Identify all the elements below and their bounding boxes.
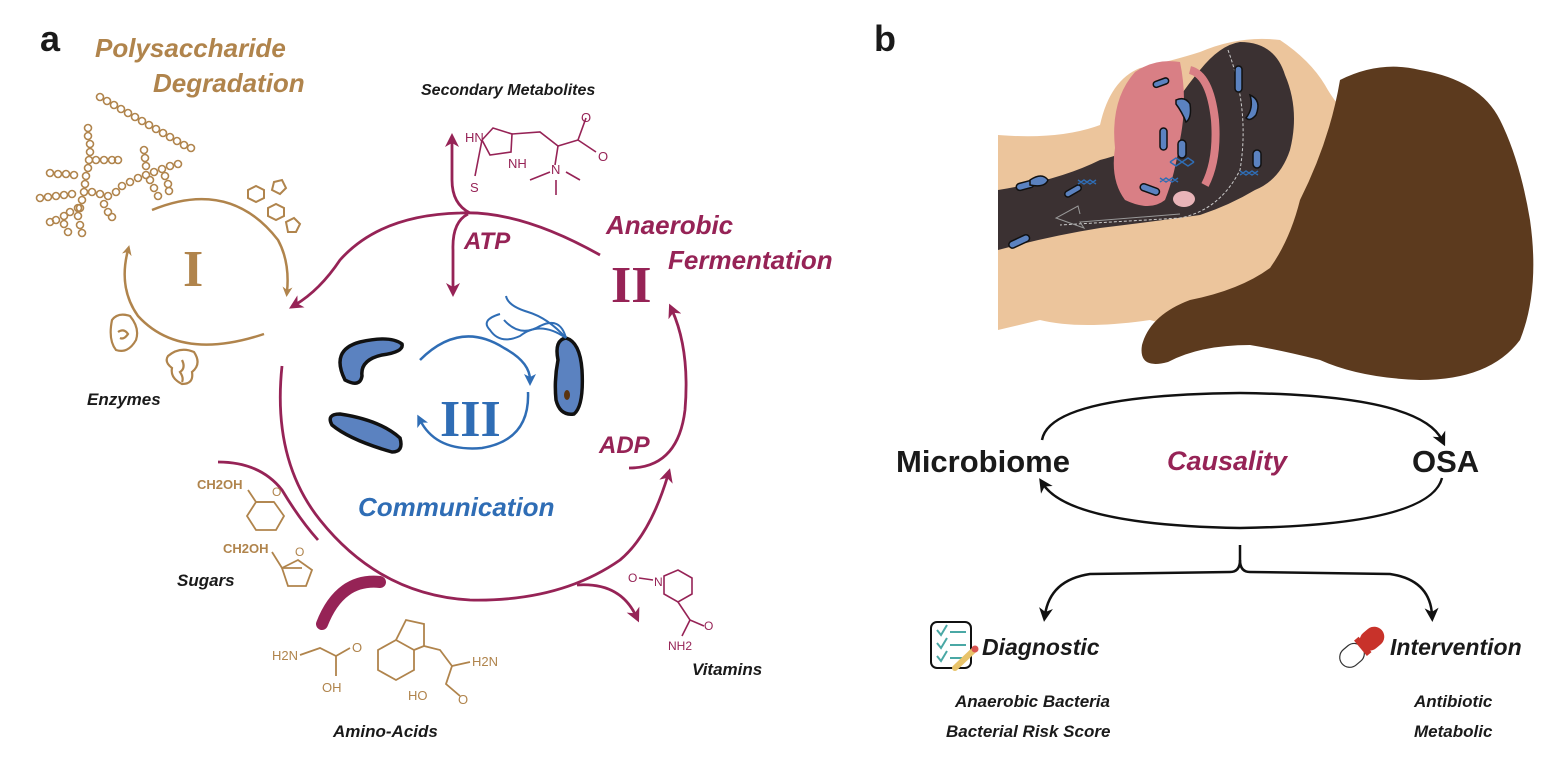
main-loop bbox=[278, 365, 673, 602]
bacteria-group bbox=[328, 336, 585, 454]
vitamins-label: Vitamins bbox=[692, 660, 763, 679]
atp-label: ATP bbox=[464, 228, 511, 255]
hair-shape bbox=[1141, 66, 1534, 381]
atom-nh2-amide: NH2 bbox=[668, 639, 692, 653]
diagnostic-title: Diagnostic bbox=[982, 634, 1100, 660]
adp-arc bbox=[628, 303, 688, 470]
fermentation-paths bbox=[217, 133, 688, 623]
flagella bbox=[485, 295, 567, 341]
amino-acid-feed bbox=[316, 575, 386, 630]
checklist-icon bbox=[930, 621, 979, 671]
implications-brace bbox=[1039, 545, 1242, 622]
panel-b-label: b bbox=[874, 18, 896, 59]
atom-s: S bbox=[470, 180, 479, 195]
cycle-II-numeral: II bbox=[611, 257, 652, 314]
atom-n-pyridine: N bbox=[654, 575, 663, 589]
flagellated-bacterium bbox=[553, 336, 585, 416]
atom-n: N bbox=[551, 162, 560, 177]
cycle-III-numeral: III bbox=[440, 391, 501, 448]
cycle-I-arc-bottom bbox=[121, 245, 265, 346]
cycle-III-arc-bottom bbox=[417, 391, 530, 450]
atom-hn: HN bbox=[465, 130, 484, 145]
vitamin-atom-labels: O N O NH2 bbox=[628, 571, 713, 653]
osa-label: OSA bbox=[1412, 444, 1480, 479]
sugar-atom-labels: O O bbox=[272, 485, 304, 559]
atp-arrow bbox=[446, 212, 469, 297]
atom-h2n: H2N bbox=[272, 648, 298, 663]
airflow-arrow bbox=[1054, 205, 1181, 229]
communication-title: Communication bbox=[358, 492, 555, 522]
microbiome-label: Microbiome bbox=[896, 444, 1070, 479]
osa-to-microbiome-arrow bbox=[1039, 477, 1444, 530]
intervention-item: Antibiotic bbox=[1414, 692, 1493, 711]
intervention-item: Metabolic bbox=[1414, 722, 1493, 741]
microbiome-to-osa-arrow bbox=[1040, 391, 1446, 447]
panel-a-label: a bbox=[40, 18, 61, 59]
secondary-metabolite-arrow bbox=[445, 133, 471, 215]
soft-palate bbox=[1188, 66, 1220, 187]
sugar-molecules bbox=[245, 489, 314, 587]
sugar-group-2: CH2OH bbox=[223, 541, 269, 556]
sugar-feed bbox=[217, 460, 320, 541]
sugar-group-1: CH2OH bbox=[197, 477, 243, 492]
curved-bacterium bbox=[338, 337, 404, 385]
bacterial-chains bbox=[1077, 157, 1259, 185]
atom-o1: O bbox=[581, 110, 591, 125]
atom-o-nox: O bbox=[628, 571, 637, 585]
oral-tissue bbox=[1113, 61, 1184, 206]
diagnostic-item: Bacterial Risk Score bbox=[946, 722, 1111, 741]
implications-brace-right bbox=[1238, 559, 1439, 622]
atom-o-trp: O bbox=[458, 692, 468, 707]
amino-atom-labels: H2N O OH HO O H2N bbox=[272, 640, 498, 707]
polysaccharide-title-line1: Polysaccharide bbox=[95, 33, 286, 63]
amino-acids-label: Amino-Acids bbox=[333, 722, 438, 741]
atom-o-glycine: O bbox=[352, 640, 362, 655]
fermentation-title-line2: Fermentation bbox=[668, 245, 833, 275]
monomer-shapes bbox=[247, 178, 302, 233]
adp-label: ADP bbox=[599, 432, 650, 459]
atom-nh: NH bbox=[508, 156, 527, 171]
atom-o2: O bbox=[598, 149, 608, 164]
enzymes-label: Enzymes bbox=[87, 390, 161, 409]
polysaccharide-title-line2: Degradation bbox=[153, 68, 305, 98]
airway-bacteria bbox=[1008, 65, 1262, 249]
atom-oh-glycine: OH bbox=[322, 680, 342, 695]
atom-nh2-trp: H2N bbox=[472, 654, 498, 669]
diagnostic-item: Anaerobic Bacteria bbox=[955, 692, 1110, 711]
cycle-III-arc-top bbox=[419, 335, 536, 386]
atom-ho-trp: HO bbox=[408, 688, 428, 703]
vitamin-molecule bbox=[638, 569, 705, 637]
polysaccharide-branched bbox=[35, 123, 183, 238]
enzyme-icons bbox=[109, 313, 199, 386]
tonsil bbox=[1173, 191, 1195, 207]
rod-bacterium bbox=[328, 412, 403, 454]
pill-icon bbox=[1339, 626, 1385, 668]
secondary-metabolites-label: Secondary Metabolites bbox=[421, 82, 596, 99]
anaerobic-title-line1: Anaerobic bbox=[606, 210, 734, 240]
bacterium-nucleus bbox=[564, 390, 570, 400]
atom-o-furanose: O bbox=[295, 545, 304, 559]
ergothioneine-molecule bbox=[474, 117, 597, 195]
sugars-label: Sugars bbox=[177, 571, 235, 590]
cycle-I-numeral: I bbox=[183, 241, 204, 298]
atom-o-amide: O bbox=[704, 619, 713, 633]
amino-acid-molecules bbox=[299, 618, 471, 697]
causality-label: Causality bbox=[1167, 446, 1288, 476]
cycle-I-arc-top bbox=[151, 197, 293, 297]
vitamin-arrow bbox=[576, 583, 640, 623]
polysaccharide-linear-chain bbox=[95, 92, 196, 153]
atom-o-pyranose: O bbox=[272, 485, 281, 499]
intervention-title: Intervention bbox=[1390, 634, 1522, 660]
molecule-atom-labels: HN NH S N O O bbox=[465, 110, 608, 195]
to-cycle-I-arrow bbox=[288, 211, 601, 309]
